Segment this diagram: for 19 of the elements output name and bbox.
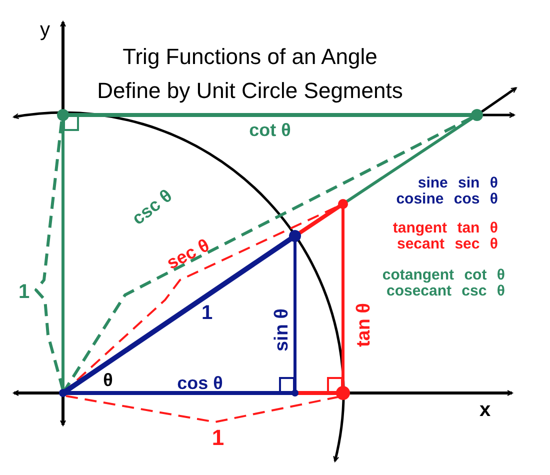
key-entry: cotangent cot θ bbox=[382, 268, 505, 282]
segment-label: 1 bbox=[212, 427, 224, 449]
key-entry: secant sec θ bbox=[397, 236, 498, 252]
segment-label: sec θ bbox=[164, 236, 212, 272]
axis-label: y bbox=[40, 20, 50, 40]
key-entry: tangent tan θ bbox=[392, 220, 498, 236]
segment-label: csc θ bbox=[128, 186, 176, 228]
segment-label: 1 bbox=[18, 282, 30, 302]
key-entry: sine sin θ bbox=[418, 176, 498, 190]
segment-label: 1 bbox=[201, 303, 213, 323]
key-entry: cosine cos θ bbox=[396, 192, 498, 206]
axis-label: x bbox=[479, 400, 491, 420]
segment-label: tan θ bbox=[354, 302, 374, 348]
segment-label: cot θ bbox=[249, 121, 291, 139]
key-entry: cosecant csc θ bbox=[386, 284, 505, 298]
angle-label: θ bbox=[103, 371, 113, 389]
segment-label: sin θ bbox=[272, 308, 292, 352]
title: Trig Functions of an Angle Define by Unit Circle Segments bbox=[96, 43, 404, 105]
segment-label: cos θ bbox=[177, 374, 223, 392]
